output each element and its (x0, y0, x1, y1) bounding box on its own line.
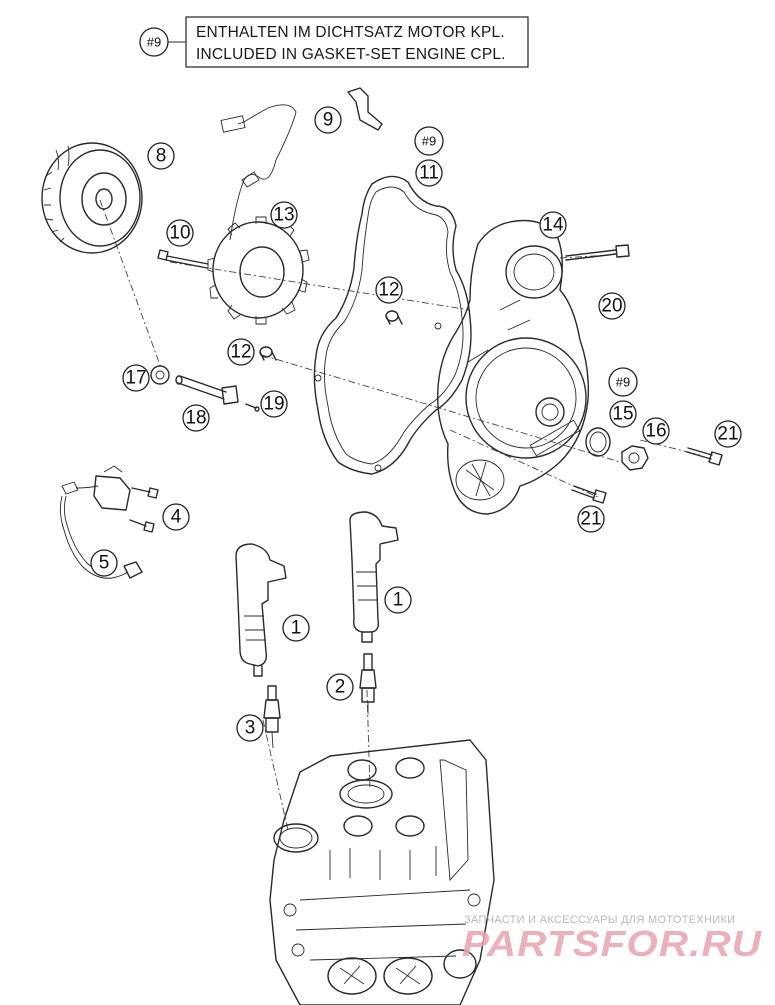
note-box (185, 16, 529, 68)
washer (150, 365, 170, 385)
callout-20: 20 (598, 292, 626, 320)
note-line-en: INCLUDED IN GASKET-SET ENGINE CPL. (196, 46, 506, 63)
callout-label: 1 (393, 590, 404, 611)
callout-label: 14 (542, 215, 564, 236)
callout-5: 5 (90, 549, 118, 577)
cover-bolt-upper (565, 244, 630, 261)
callout-15: 15 (609, 400, 637, 428)
cylinder-head (269, 739, 495, 1005)
callout-label: 5 (99, 553, 110, 574)
callout-label: 3 (245, 718, 256, 739)
callout-2: 2 (326, 673, 354, 701)
ignition-coil-left (235, 543, 287, 677)
flywheel-rotor (41, 142, 143, 254)
callout-label: #9 (616, 375, 630, 390)
callout-label: 11 (419, 163, 439, 184)
callout-12-lower: 12 (227, 338, 255, 366)
note-callout: #9 ENTHALTEN IM DICHTSATZ MOTOR KPL. INC… (139, 16, 529, 68)
screw-plug (621, 445, 649, 471)
callout-label: 21 (717, 424, 738, 445)
callout-11: 11 (415, 159, 443, 187)
plug-bolt (686, 447, 723, 466)
watermark: ЗАПЧАСТИ И АКСЕССУАРЫ ДЛЯ МОТОТЕХНИКИ PA… (462, 914, 762, 964)
callout-16: 16 (642, 417, 670, 445)
callout-17: 17 (122, 364, 150, 392)
cover-gasket (313, 175, 472, 475)
callout-label: 19 (263, 394, 284, 415)
ignition-coil-right (349, 511, 399, 643)
callout-3: 3 (236, 714, 264, 742)
callout-label: 8 (156, 146, 167, 167)
stator (207, 104, 310, 325)
callout-1-right: 1 (384, 586, 412, 614)
callout-label: 15 (612, 404, 633, 425)
seal-ring (585, 427, 611, 457)
dowel-pin-lower (259, 346, 277, 361)
callout-ref-9-seal: #9 (608, 367, 638, 397)
cable-bracket (347, 87, 383, 131)
callout-label: 16 (645, 421, 666, 442)
starter-shaft (175, 375, 239, 405)
callout-21-lower: 21 (577, 505, 605, 533)
callout-label: 12 (378, 280, 399, 301)
callout-10: 10 (166, 219, 194, 247)
callout-label: 12 (230, 342, 251, 363)
callout-1-left: 1 (282, 614, 310, 642)
watermark-logo: PARTSFOR.RU (462, 923, 762, 964)
callout-label: 21 (580, 509, 601, 530)
callout-label: 20 (601, 296, 622, 317)
callout-label: 18 (185, 408, 206, 429)
callout-label: 10 (169, 223, 190, 244)
note-line-de: ENTHALTEN IM DICHTSATZ MOTOR KPL. (196, 24, 505, 41)
dowel-pin-upper (385, 310, 403, 325)
callout-ref-9-gasket: #9 (414, 126, 444, 156)
callout-12-upper: 12 (375, 276, 403, 304)
callout-21-right: 21 (714, 420, 742, 448)
callout-13: 13 (270, 201, 298, 229)
callout-8: 8 (147, 142, 175, 170)
spark-plug-left (263, 685, 281, 749)
callout-9: 9 (314, 106, 342, 134)
cover-bolt-lower (571, 485, 607, 504)
watermark-tagline: ЗАПЧАСТИ И АКСЕССУАРЫ ДЛЯ МОТОТЕХНИКИ (464, 914, 735, 926)
callout-label: #9 (422, 134, 436, 149)
ignition-cover (437, 219, 590, 515)
callout-18: 18 (182, 404, 210, 432)
callout-label: 17 (125, 368, 146, 389)
callout-19: 19 (260, 390, 288, 418)
callout-label: 9 (323, 110, 334, 131)
locating-pin (245, 403, 260, 412)
callout-label: 4 (171, 507, 182, 528)
callout-14: 14 (539, 211, 567, 239)
callout-4: 4 (162, 503, 190, 531)
callout-label: 2 (335, 677, 346, 698)
callout-label: 1 (291, 618, 302, 639)
ignition-module (61, 465, 159, 533)
spark-plug-right (359, 653, 377, 714)
note-ref: #9 (147, 35, 161, 50)
callout-label: 13 (273, 205, 294, 226)
stator-bolt (157, 249, 209, 269)
